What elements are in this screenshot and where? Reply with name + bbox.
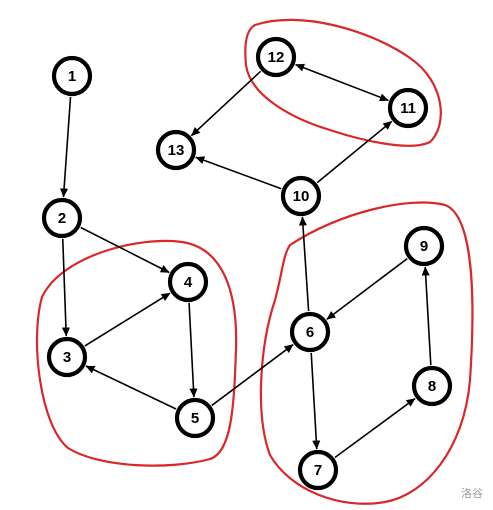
node-label: 7 — [314, 462, 322, 479]
edge-1-2 — [60, 96, 72, 198]
node-circle — [403, 225, 445, 267]
node-4: 4 — [167, 261, 209, 303]
node-1: 1 — [51, 55, 93, 97]
node-circle — [297, 449, 339, 491]
edge-12-13 — [190, 70, 262, 137]
node-13: 13 — [155, 129, 197, 171]
node-label: 6 — [306, 324, 314, 341]
node-label: 12 — [268, 49, 285, 66]
node-12: 12 — [255, 36, 297, 78]
watermark: 洛谷 — [461, 486, 483, 500]
node-2: 2 — [41, 197, 83, 239]
edge-6-7 — [310, 352, 321, 450]
edge-5-6 — [211, 343, 294, 407]
edge-2-4 — [80, 226, 170, 274]
node-label: 5 — [191, 410, 199, 427]
node-circle — [289, 311, 331, 353]
node-label: 9 — [420, 238, 428, 255]
node-circle — [51, 55, 93, 97]
edge-9-6 — [326, 258, 408, 320]
edge-7-8 — [334, 397, 416, 459]
edge-10-13 — [195, 156, 282, 190]
node-circle — [174, 397, 216, 439]
node-circle — [167, 261, 209, 303]
scc-outlines — [35, 18, 474, 505]
node-10: 10 — [280, 175, 322, 217]
node-circle — [411, 365, 453, 407]
node-circle — [41, 197, 83, 239]
node-circle — [255, 36, 297, 78]
node-11: 11 — [387, 87, 429, 129]
node-3: 3 — [46, 336, 88, 378]
node-8: 8 — [411, 365, 453, 407]
edge-3-4 — [84, 292, 171, 347]
node-label: 10 — [293, 188, 310, 205]
node-5: 5 — [174, 397, 216, 439]
node-7: 7 — [297, 449, 339, 491]
node-circle — [155, 129, 197, 171]
node-circle — [387, 87, 429, 129]
scc-outline-6-7-8-9 — [259, 201, 474, 505]
edge-5-3 — [85, 365, 177, 410]
edge-2-3 — [61, 238, 70, 337]
edge-6-10 — [298, 216, 310, 312]
edge-8-9 — [421, 266, 432, 366]
node-6: 6 — [289, 311, 331, 353]
node-label: 8 — [428, 378, 436, 395]
edges-layer — [60, 63, 432, 459]
node-label: 4 — [184, 274, 193, 291]
node-label: 1 — [68, 68, 76, 85]
node-9: 9 — [403, 225, 445, 267]
edge-12-11 — [295, 63, 389, 102]
node-label: 3 — [63, 349, 71, 366]
node-label: 13 — [168, 142, 185, 159]
node-circle — [46, 336, 88, 378]
scc-outline-3-4-5 — [35, 239, 238, 467]
scc-outline-11-12 — [244, 18, 442, 147]
node-label: 11 — [400, 100, 416, 117]
edge-4-5 — [188, 302, 198, 398]
edge-10-11 — [316, 120, 393, 184]
node-label: 2 — [58, 210, 66, 227]
node-circle — [280, 175, 322, 217]
